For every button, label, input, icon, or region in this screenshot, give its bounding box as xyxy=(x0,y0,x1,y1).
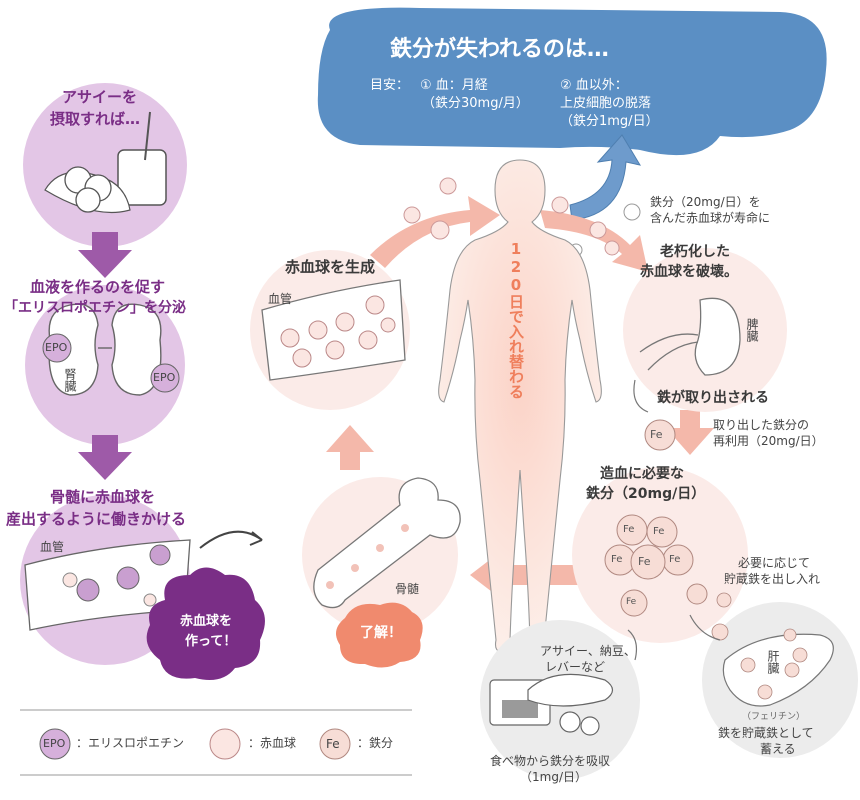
store-line2: 蓄える xyxy=(760,742,796,756)
header-title: 鉄分が失われるのは… xyxy=(390,37,609,62)
step2-line1: 血液を作るのを促す xyxy=(30,278,166,296)
item1-title: ① 血：月経 xyxy=(420,78,488,93)
cycle-arrow-right xyxy=(540,210,648,272)
legend-rbc-circle xyxy=(209,728,241,760)
legend-epo-circle xyxy=(39,728,71,760)
step1-line2: 摂取すれば… xyxy=(50,110,141,128)
fe-text-6: Fe xyxy=(626,597,637,607)
fe-cluster xyxy=(604,514,708,617)
storage-note-1: 必要に応じて xyxy=(738,556,811,570)
marrow-label: 骨髄 xyxy=(395,582,420,596)
left-vessel-label: 血管 xyxy=(40,540,65,554)
cycle-arrow-up xyxy=(326,425,374,470)
food-items2: レバーなど xyxy=(545,660,606,674)
extract-label: 鉄が取り出される xyxy=(657,390,769,406)
bubble-line2: 作って！ xyxy=(185,634,237,649)
produce-label: 赤血球を生成 xyxy=(285,258,376,276)
fe-text-2: Fe xyxy=(653,526,665,537)
produce-vessel xyxy=(261,279,406,381)
destroy-line2: 赤血球を破壊。 xyxy=(640,264,738,280)
human-body xyxy=(438,159,602,653)
fe-text-3: Fe xyxy=(611,554,623,565)
cycle-arrow-down xyxy=(666,410,714,455)
cycle-arrow-top xyxy=(370,196,500,268)
absorb-line1: 食べ物から鉄分を吸収 xyxy=(490,754,611,768)
bubble-line1: 赤血球を xyxy=(180,614,233,629)
guide-label: 目安： xyxy=(370,78,410,93)
fe-extracted-text: Fe xyxy=(650,428,663,441)
legend-rbc-label: ：赤血球 xyxy=(248,736,297,750)
legend-epo-label: ：エリスロポエチン xyxy=(76,736,185,750)
blue-arrow xyxy=(569,134,642,221)
ok-text: 了解！ xyxy=(360,625,402,641)
connector-spleen xyxy=(633,379,649,413)
reuse-line1: 取り出した鉄分の xyxy=(713,418,810,432)
cycle-text: 120日で入れ替わる xyxy=(507,240,525,399)
purple-arrow-2 xyxy=(78,435,132,480)
destroy-line1: 老朽化した xyxy=(660,244,730,260)
kidney-label: 腎臓 xyxy=(63,368,77,392)
fe-text-1: Fe xyxy=(623,524,635,535)
epo-text-1: EPO xyxy=(45,341,68,354)
legend-fe-icon-text: Fe xyxy=(326,737,340,751)
food-items: アサイー、納豆、 xyxy=(540,644,636,658)
aged-note-1: 鉄分（20mg/日）を xyxy=(650,195,761,209)
liver-label: 肝臓 xyxy=(766,650,780,674)
storage-note-2: 貯蔵鉄を出し入れ xyxy=(724,572,821,586)
bubble-cloud xyxy=(146,567,265,681)
food-illustration xyxy=(489,673,614,736)
legend-fe-label: ：鉄分 xyxy=(357,736,394,750)
step3-line1: 骨髄に赤血球を xyxy=(50,488,156,506)
bone-illustration xyxy=(313,477,461,609)
vessel-epo-illustration xyxy=(24,539,191,631)
spleen-label: 脾臓 xyxy=(745,318,759,342)
legend-fe-circle xyxy=(319,728,351,760)
store-line1: 鉄を貯蔵鉄として xyxy=(718,726,814,740)
cycle-arrow-left xyxy=(470,552,580,598)
fe-extracted-icon xyxy=(644,419,676,451)
need-line2: 鉄分（20mg/日） xyxy=(586,486,706,502)
step1-line1: アサイーを xyxy=(62,88,138,106)
ferritin-label: （フェリチン） xyxy=(742,712,806,722)
spleen-illustration xyxy=(639,297,741,376)
legend-epo-icon-text: EPO xyxy=(43,737,66,750)
center-vessel-label: 血管 xyxy=(268,292,293,306)
connector-food xyxy=(627,629,638,661)
floating-rbc xyxy=(403,177,620,256)
step2-line2: 「エリスロポエチン」を分泌 xyxy=(4,300,186,316)
dark-curve-arrow xyxy=(199,530,263,549)
item1-value: （鉄分30mg/月） xyxy=(422,96,529,111)
epo-text-2: EPO xyxy=(153,371,176,384)
item2-title: ② 血以外： xyxy=(560,78,628,93)
fe-text-5: Fe xyxy=(669,554,681,565)
fe-text-4: Fe xyxy=(638,555,651,568)
item2-value: （鉄分1mg/日） xyxy=(560,114,659,129)
ok-bubble xyxy=(336,602,423,668)
acai-illustration xyxy=(44,111,167,214)
aged-note-2: 含んだ赤血球が寿命に xyxy=(650,211,771,225)
absorb-line2: （1mg/日） xyxy=(520,770,587,784)
step3-line2: 産出するように働きかける xyxy=(6,510,187,528)
kidney-illustration xyxy=(42,303,180,396)
purple-arrow-1 xyxy=(78,232,132,278)
liver-fe-dots xyxy=(740,628,808,700)
reuse-line2: 再利用（20mg/日） xyxy=(713,434,824,448)
need-line1: 造血に必要な xyxy=(600,466,684,482)
header-cloud xyxy=(317,7,827,156)
connector-liver xyxy=(689,614,721,641)
item2-desc: 上皮細胞の脱落 xyxy=(560,96,652,111)
step1-circle xyxy=(23,83,187,247)
